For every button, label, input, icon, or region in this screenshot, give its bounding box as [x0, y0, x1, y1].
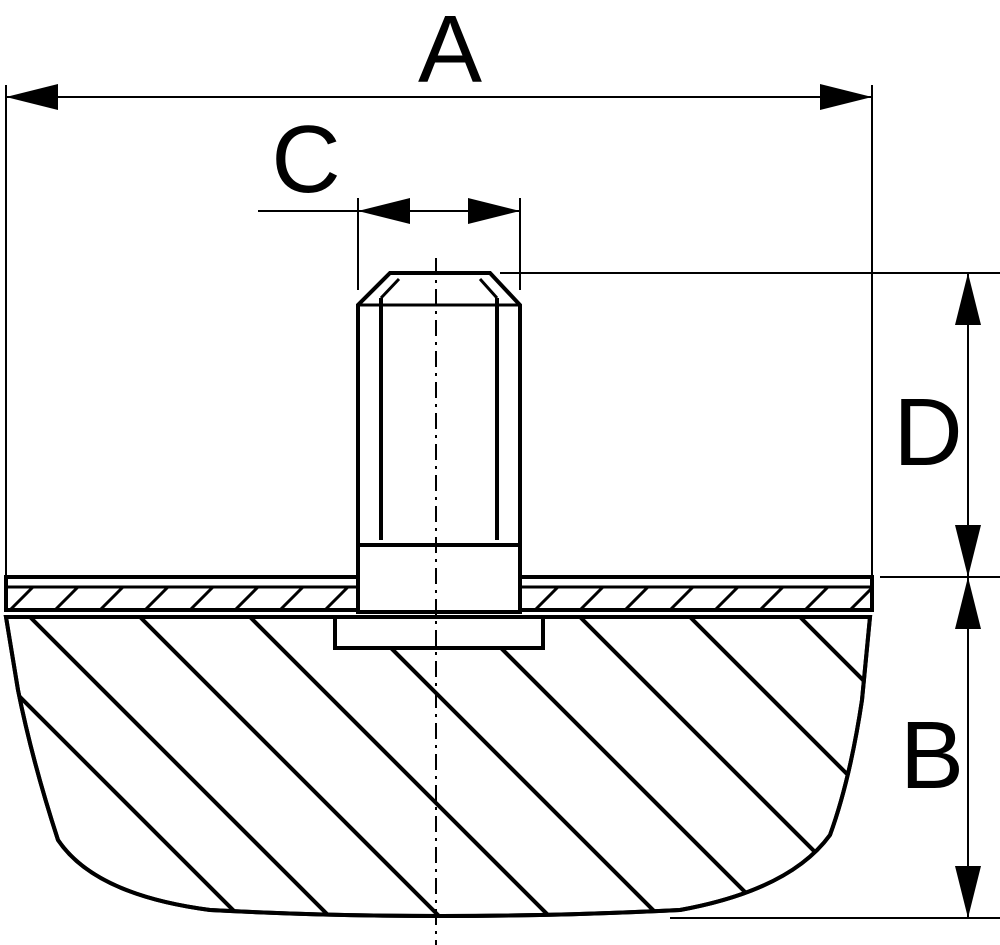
dimension-label-c: C — [271, 106, 340, 213]
dimension-c: C — [258, 106, 520, 224]
base-outline — [3, 615, 873, 918]
embedded-washer — [333, 615, 545, 650]
dimension-b: B — [900, 577, 981, 918]
dimension-label-a: A — [418, 0, 482, 103]
base-hatching — [6, 617, 870, 916]
dimension-a: A — [6, 0, 872, 110]
threaded-stud — [356, 271, 522, 614]
dimension-d: D — [893, 273, 981, 577]
rubber-base — [3, 615, 873, 918]
extension-lines — [5, 85, 1000, 919]
dimension-label-b: B — [900, 702, 964, 809]
dimension-label-d: D — [893, 379, 962, 486]
